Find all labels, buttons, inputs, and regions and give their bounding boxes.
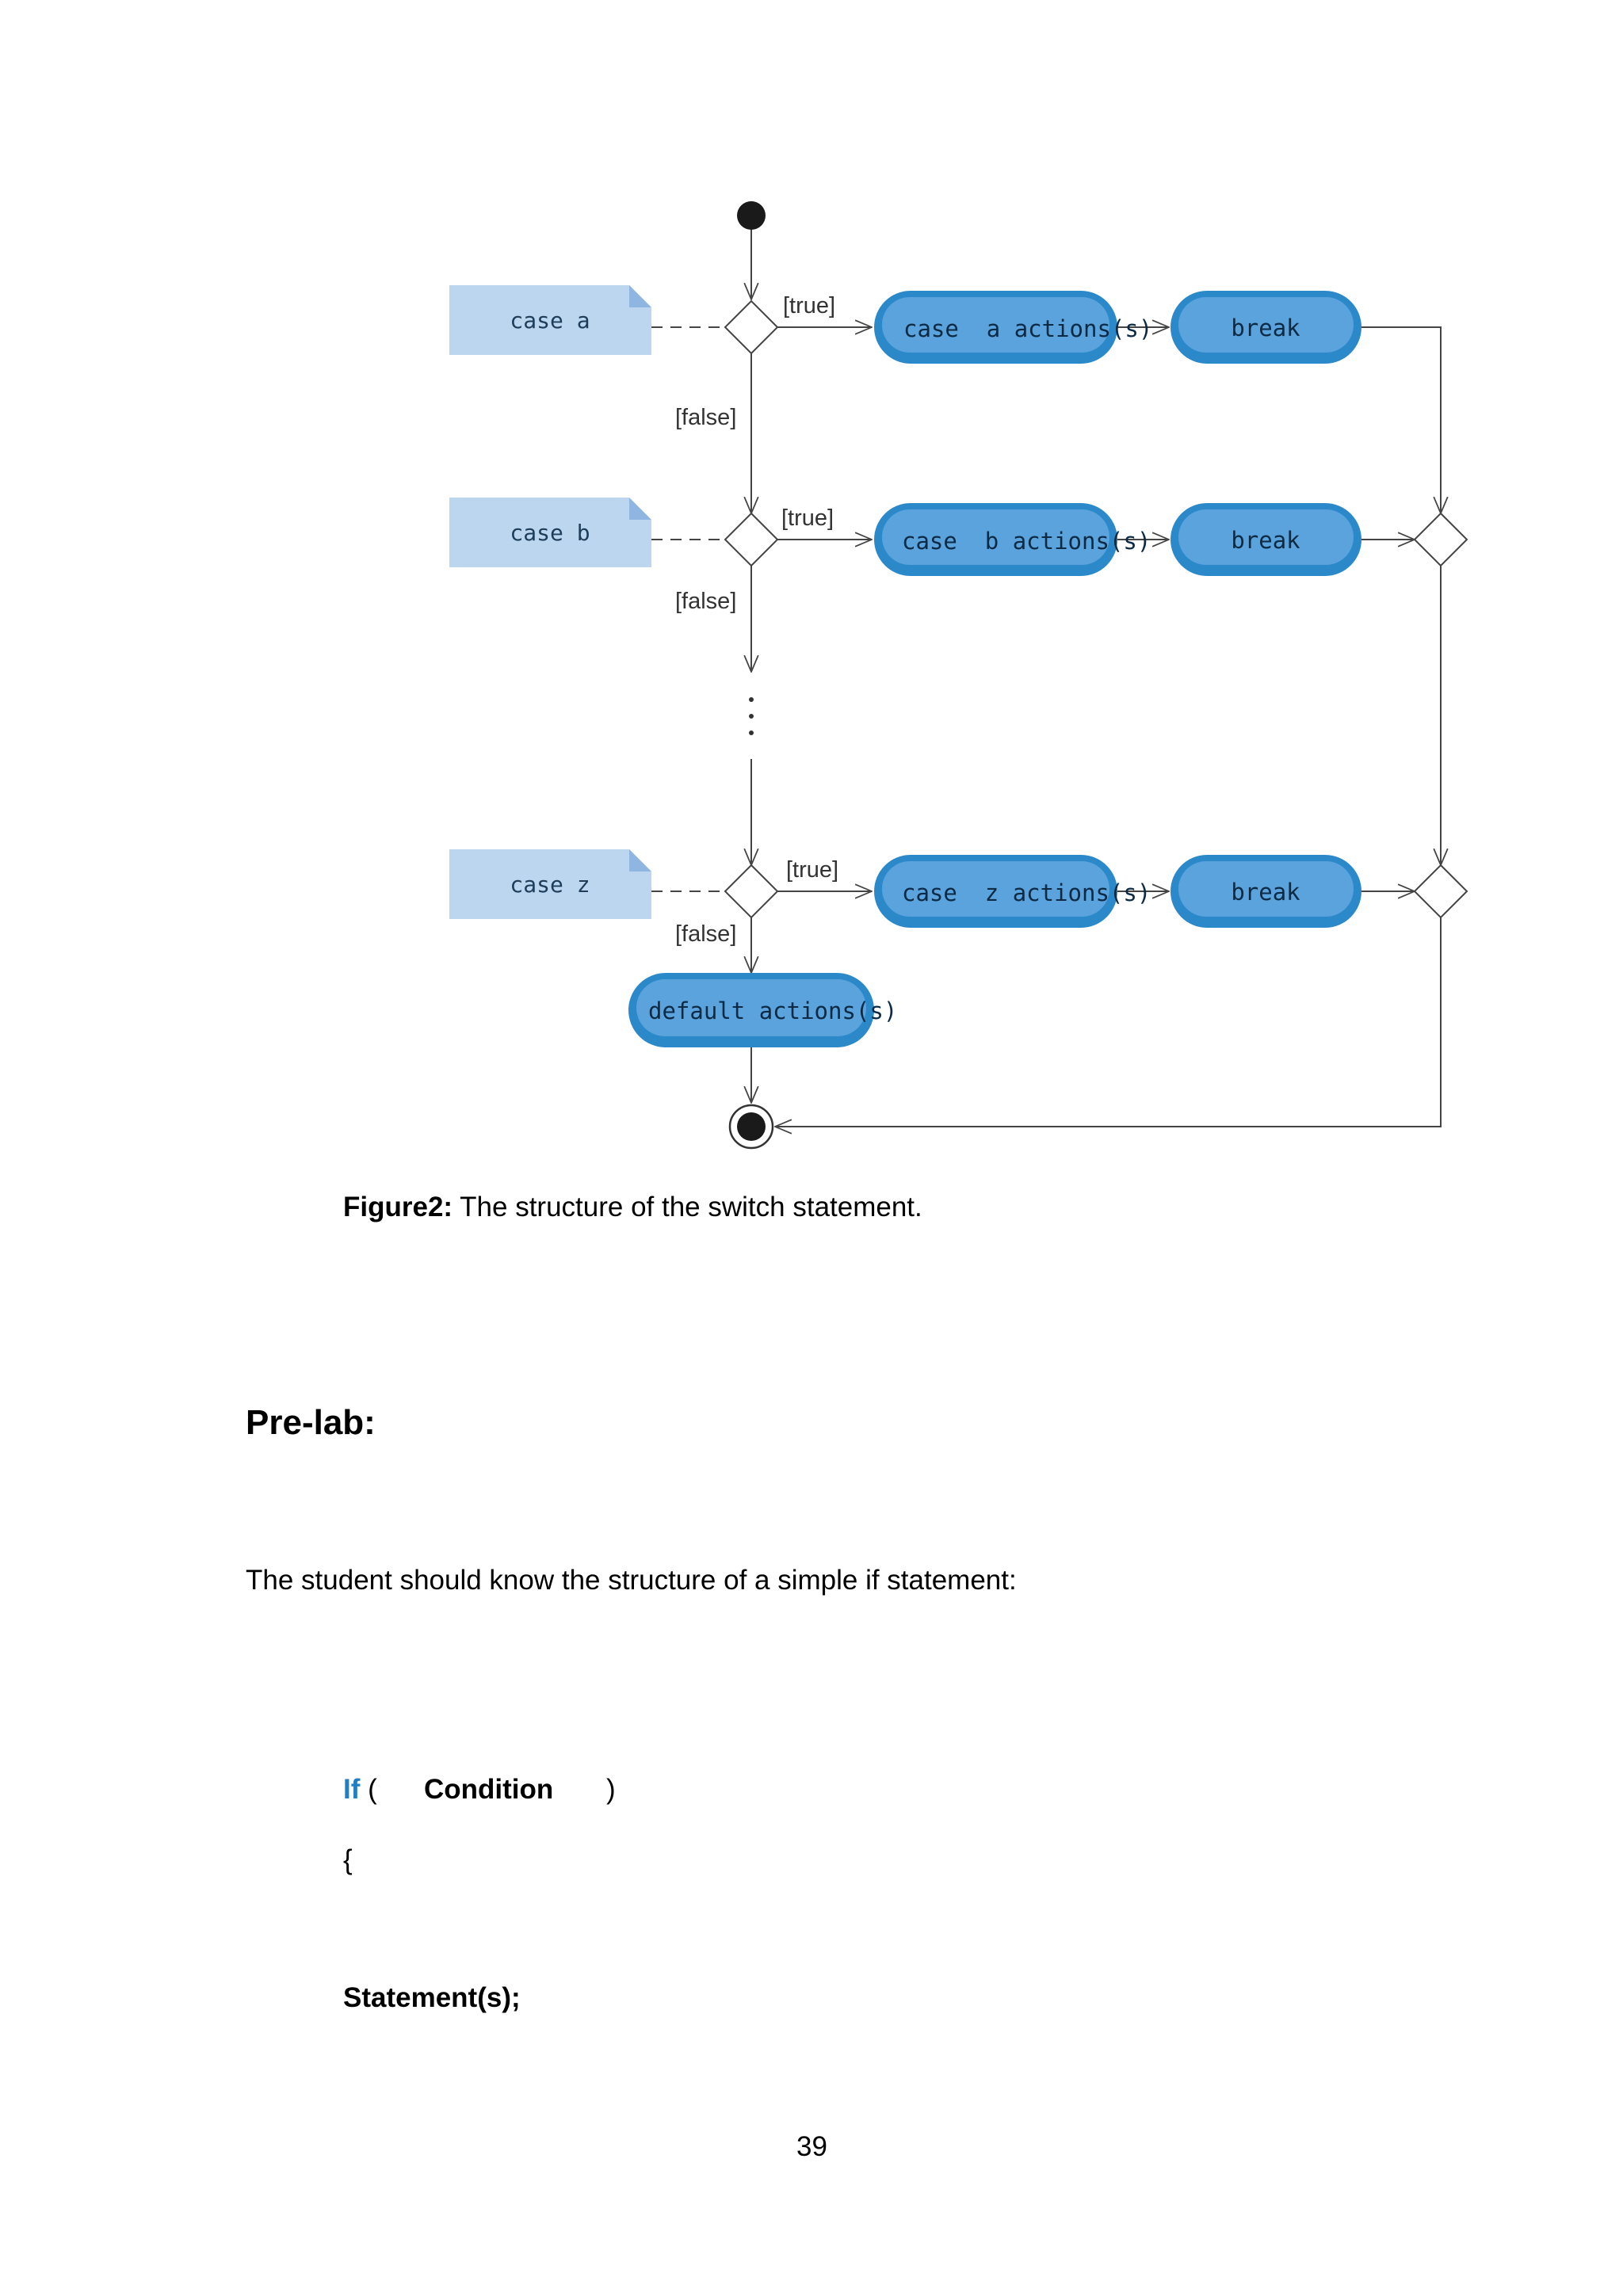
if-keyword: If (343, 1774, 361, 1805)
page-number: 39 (796, 2131, 827, 2162)
false-label: [false] (675, 589, 736, 614)
break-a: break (1170, 291, 1361, 364)
true-label: [true] (781, 505, 834, 531)
break-b: break (1170, 503, 1361, 576)
svg-text:case z actions(s): case z actions(s) (902, 879, 1151, 906)
case-value: a (577, 307, 590, 334)
action-text: actions(s) (1013, 528, 1151, 555)
action-keyword: case (902, 528, 957, 555)
default-text: actions(s) (759, 997, 898, 1024)
case-z-actions: case z actions(s) (874, 855, 1151, 928)
break-label: break (1231, 879, 1300, 906)
ellipsis-dot (749, 730, 754, 735)
open-paren: ( (360, 1774, 377, 1805)
case-b-actions: case b actions(s) (874, 503, 1151, 576)
case-value: z (577, 871, 590, 898)
break-label: break (1231, 527, 1300, 554)
figure-caption: Figure2: The structure of the switch sta… (343, 1193, 922, 1221)
ellipsis-dot (749, 697, 754, 702)
initial-node (737, 201, 766, 230)
default-keyword: default (648, 997, 745, 1024)
if-line: If ( Condition ) (343, 1774, 616, 1805)
ellipsis-dot (749, 714, 754, 719)
case-a-actions: case a actions(s) (874, 291, 1152, 364)
case-value: b (577, 520, 590, 546)
break-label: break (1231, 315, 1300, 341)
action-text: actions(s) (1013, 879, 1151, 906)
close-paren: ) (606, 1774, 616, 1805)
break-z: break (1170, 855, 1361, 928)
svg-text:default actions(s): default actions(s) (648, 997, 897, 1024)
intro-paragraph: The student should know the structure of… (246, 1565, 1017, 1596)
true-label: [true] (786, 857, 838, 883)
svg-text:case z: case z (510, 871, 590, 898)
caption-label: Figure2: (343, 1192, 453, 1222)
case-b-note: case b (449, 498, 651, 567)
action-value: a (987, 315, 1000, 342)
action-keyword: case (903, 315, 959, 342)
case-z-note: case z (449, 849, 651, 919)
switch-activity-diagram: [true] [false] [true] [false] [true] [fa… (449, 201, 1468, 1150)
caption-text: The structure of the switch statement. (453, 1192, 922, 1222)
case-keyword: case (510, 307, 563, 334)
case-keyword: case (510, 520, 563, 546)
false-label: [false] (675, 921, 736, 947)
condition-text: Condition (424, 1774, 554, 1805)
section-heading: Pre-lab: (246, 1403, 376, 1442)
final-node (728, 1104, 774, 1150)
true-label: [true] (783, 293, 835, 318)
svg-text:case b actions(s): case b actions(s) (902, 528, 1151, 555)
action-value: b (985, 528, 999, 555)
action-text: actions(s) (1014, 315, 1153, 342)
svg-text:case a actions(s): case a actions(s) (903, 315, 1152, 342)
false-label: [false] (675, 405, 736, 430)
default-actions: default actions(s) (628, 973, 897, 1047)
open-brace: { (343, 1844, 353, 1875)
case-a-note: case a (449, 285, 651, 355)
svg-text:case b: case b (510, 520, 590, 546)
statement-text: Statement(s); (343, 1982, 521, 2013)
action-keyword: case (902, 879, 957, 906)
action-value: z (985, 879, 999, 906)
case-keyword: case (510, 871, 563, 898)
svg-text:case a: case a (510, 307, 590, 334)
